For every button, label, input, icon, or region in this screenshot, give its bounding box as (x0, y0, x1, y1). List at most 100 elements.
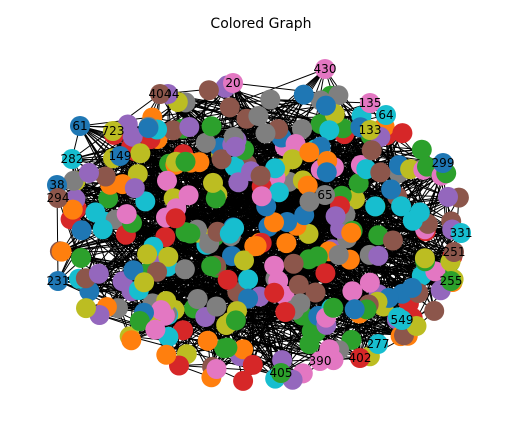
node-circle (325, 206, 346, 227)
node-circle (344, 299, 365, 320)
node-circle (361, 140, 382, 161)
graph-node-unlabeled (203, 172, 223, 193)
node-circle (276, 233, 297, 254)
node-circle (187, 289, 208, 309)
graph-edge (112, 157, 326, 274)
node-circle (382, 230, 403, 251)
node-circle (217, 337, 238, 358)
node-label: 255 (440, 274, 463, 288)
graph-node-unlabeled (344, 299, 365, 320)
graph-node-unlabeled (92, 219, 113, 240)
node-circle (63, 170, 84, 191)
graph-node-unlabeled (85, 202, 106, 223)
graph-node-unlabeled (179, 117, 200, 137)
graph-node-unlabeled (175, 151, 196, 172)
graph-node-unlabeled (51, 241, 72, 262)
graph-node-unlabeled (299, 334, 320, 354)
node-circle (122, 126, 143, 147)
node-circle (180, 223, 201, 244)
graph-node-unlabeled (365, 196, 386, 217)
graph-node-unlabeled (264, 282, 285, 303)
node-label: 251 (443, 245, 466, 259)
node-circle (233, 339, 254, 360)
node-circle (376, 105, 396, 125)
node-circle (238, 269, 259, 290)
node-circle (130, 143, 151, 164)
graph-node: 402 (349, 348, 371, 368)
node-circle (205, 188, 226, 209)
node-circle (250, 165, 271, 186)
node-circle (264, 255, 285, 276)
graph-node-unlabeled (217, 337, 238, 358)
graph-node: 549 (391, 310, 413, 330)
node-circle (360, 120, 380, 140)
graph-node: 331 (450, 223, 472, 243)
node-circle (438, 186, 458, 207)
node-circle (424, 300, 445, 321)
graph-nodes: 4306140420135643829423140540227754933125… (47, 59, 472, 391)
node-label: 135 (359, 96, 382, 110)
node-circle (299, 191, 320, 212)
node-circle (228, 172, 249, 193)
graph-node-unlabeled (359, 272, 380, 293)
graph-node-unlabeled (71, 247, 91, 268)
graph-edge (208, 89, 276, 169)
graph-node-unlabeled (163, 120, 184, 141)
node-circle (288, 274, 309, 295)
node-circle (175, 151, 196, 172)
node-circle (392, 310, 412, 330)
graph-node-unlabeled (299, 191, 320, 212)
graph-node: 294 (47, 188, 69, 208)
node-circle (51, 241, 72, 262)
graph-node: 405 (270, 363, 293, 383)
graph-node-unlabeled (382, 230, 403, 251)
node-circle (206, 296, 227, 317)
graph-node-unlabeled (315, 95, 336, 116)
node-circle (264, 212, 284, 233)
graph-node-unlabeled (79, 162, 99, 183)
graph-node-unlabeled (201, 256, 222, 277)
graph-node-unlabeled (290, 293, 311, 314)
graph-node-unlabeled (293, 84, 314, 105)
graph-node-unlabeled (361, 140, 382, 161)
graph-node-unlabeled (250, 165, 271, 186)
graph-node-unlabeled (438, 186, 458, 207)
node-circle (203, 172, 223, 193)
graph-node-unlabeled (368, 245, 389, 266)
node-circle (223, 73, 243, 93)
graph-node-unlabeled (205, 188, 226, 209)
node-label: 405 (270, 366, 293, 380)
graph-node-unlabeled (288, 274, 309, 295)
graph-node-unlabeled (62, 199, 83, 220)
node-circle (292, 119, 312, 139)
node-circle (95, 166, 116, 187)
graph-node-unlabeled (411, 139, 432, 160)
graph-node-unlabeled (158, 246, 179, 267)
node-circle (310, 351, 330, 371)
graph-node-unlabeled (414, 248, 435, 269)
node-circle (137, 244, 158, 265)
node-circle (391, 196, 412, 217)
graph-node-unlabeled (234, 250, 254, 271)
graph-node-unlabeled (88, 263, 109, 284)
graph-node-unlabeled (299, 142, 320, 163)
node-circle (92, 219, 113, 240)
graph-node-unlabeled (275, 302, 296, 322)
graph-node-unlabeled (195, 132, 216, 153)
graph-node-unlabeled (305, 282, 326, 303)
graph-node-unlabeled (242, 354, 263, 375)
graph-node-unlabeled (316, 162, 337, 183)
graph-node-unlabeled (197, 330, 218, 351)
node-circle (174, 259, 195, 280)
node-label: 723 (102, 124, 125, 138)
graph-node-unlabeled (122, 126, 143, 147)
graph-node-unlabeled (342, 281, 363, 302)
graph-edge (359, 175, 442, 359)
node-label: 61 (72, 119, 87, 133)
graph-node-unlabeled (323, 297, 344, 318)
node-circle (293, 84, 314, 105)
node-label: 20 (225, 76, 240, 90)
graph-node-unlabeled (211, 149, 232, 170)
graph-node: 65 (315, 185, 335, 205)
node-circle (414, 248, 435, 269)
